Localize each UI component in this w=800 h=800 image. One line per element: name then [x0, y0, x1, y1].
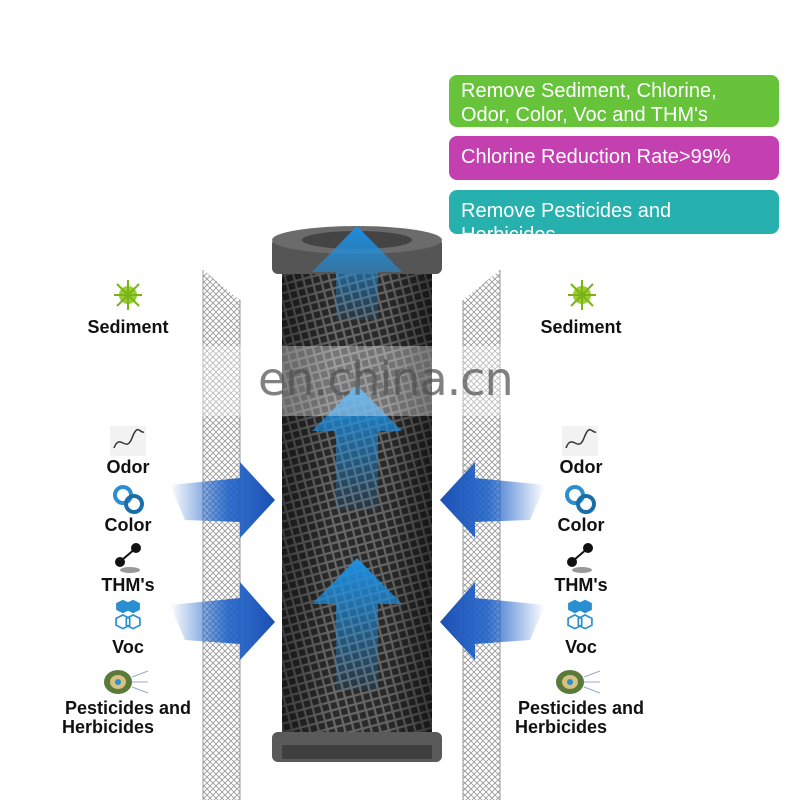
label-pesticides-right-1: Pesticides and [517, 698, 645, 718]
left-mesh-screen [202, 270, 241, 800]
right-mesh-screen [462, 270, 501, 800]
voc-icon [115, 599, 141, 630]
sediment-icon [114, 280, 142, 310]
feature-badge-chlorine-text: Chlorine Reduction Rate>99% [461, 146, 731, 168]
feature-badge-chlorine: Chlorine Reduction Rate>99% [449, 136, 779, 180]
watermark: en.china.cn [258, 352, 514, 406]
feature-badge-remove: Remove Sediment, Chlorine, Odor, Color, … [449, 75, 779, 127]
label-odor-left: Odor [106, 457, 150, 477]
label-odor-right: Odor [559, 457, 603, 477]
label-thms-left: THM's [101, 575, 155, 595]
pesticides-icon [104, 670, 149, 694]
feature-badge-pesticides: Remove Pesticides and Herbicides [449, 190, 779, 246]
flow-in-arrows-right [440, 462, 545, 660]
label-pesticides-right-2: Herbicides [514, 717, 608, 737]
label-voc-left: Voc [112, 637, 144, 657]
label-color-left: Color [104, 515, 152, 535]
color-icon [565, 485, 596, 514]
feature-badge-pesticides-text: Remove Pesticides and Herbicides [461, 200, 672, 246]
feature-badge-remove-text: Remove Sediment, Chlorine, Odor, Color, … [461, 80, 717, 126]
thms-icon [115, 543, 141, 573]
flow-in-arrows-left [170, 462, 275, 660]
voc-icon [567, 599, 593, 630]
label-sediment-left: Sediment [87, 317, 169, 337]
color-icon [113, 485, 144, 514]
odor-icon [110, 426, 146, 456]
label-thms-right: THM's [554, 575, 608, 595]
thms-icon [567, 543, 593, 573]
label-voc-right: Voc [565, 637, 597, 657]
label-pesticides-left-2: Herbicides [61, 717, 155, 737]
odor-icon [562, 426, 598, 456]
watermark-band [80, 346, 640, 416]
label-sediment-right: Sediment [540, 317, 622, 337]
pesticides-icon [556, 670, 601, 694]
sediment-icon [568, 280, 596, 310]
label-color-right: Color [557, 515, 605, 535]
label-pesticides-left-1: Pesticides and [64, 698, 192, 718]
flow-up-arrows [312, 226, 402, 690]
